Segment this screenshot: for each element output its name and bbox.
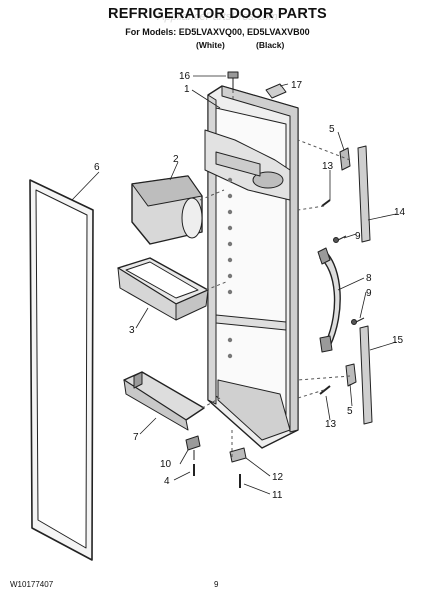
leader-lines: [71, 75, 397, 495]
bottom-door-bin: [123, 371, 205, 431]
callout-6: 6: [94, 162, 100, 173]
page-title: REFRIGERATOR DOOR PARTS: [108, 6, 327, 22]
callout-3: 3: [129, 325, 135, 336]
callout-7: 7: [133, 432, 139, 443]
callout-8: 8: [366, 273, 372, 284]
door-liner: [204, 85, 299, 449]
alignment-lines: [199, 90, 351, 460]
variant-white: (White): [196, 40, 225, 50]
callout-9-lower: 9: [366, 288, 372, 299]
liner-rung-holes: [227, 177, 233, 359]
callout-13-upper: 13: [322, 161, 334, 172]
door-handle: [317, 247, 341, 353]
bottom-hinge-bracket: [185, 435, 201, 460]
hinge-clip-upper: [339, 147, 351, 171]
screw-right-upper: [321, 199, 331, 207]
door-shelf-bin: [117, 257, 209, 321]
callout-11: 11: [272, 490, 283, 501]
top-screw: [227, 71, 239, 90]
callout-5-lower: 5: [347, 406, 353, 417]
callout-1: 1: [184, 84, 190, 95]
screw-right-lower: [319, 385, 331, 395]
document-number: W10177407: [10, 580, 54, 589]
door-trim-upper: [357, 145, 371, 243]
callout-15: 15: [392, 335, 404, 346]
door-gasket: [29, 179, 94, 561]
hinge-clip-lower: [345, 363, 357, 387]
dairy-bin: [131, 175, 203, 245]
callout-4: 4: [164, 476, 170, 487]
watermark: AppliancePartsPros.com: [157, 11, 278, 23]
callout-10: 10: [160, 459, 172, 470]
callout-labels: 16 17 1 2 6 5 13 14 9 8 9 15 3 5 13 7 10…: [94, 71, 406, 501]
handle-screw-lower: [351, 317, 365, 325]
callout-5-upper: 5: [329, 124, 335, 135]
handle-screw-upper: [333, 235, 347, 243]
door-trim-lower: [359, 325, 373, 425]
callout-2: 2: [173, 154, 179, 165]
callout-17: 17: [291, 80, 303, 91]
model-list: For Models: ED5LVAXVQ00, ED5LVAXVB00: [125, 27, 310, 37]
page-number: 9: [214, 580, 219, 589]
door-cap: [265, 83, 287, 99]
callout-9-upper: 9: [355, 231, 361, 242]
callout-16: 16: [179, 71, 191, 82]
variant-black: (Black): [256, 40, 285, 50]
callout-12: 12: [272, 472, 284, 483]
callout-14: 14: [394, 207, 406, 218]
callout-13-lower: 13: [325, 419, 337, 430]
